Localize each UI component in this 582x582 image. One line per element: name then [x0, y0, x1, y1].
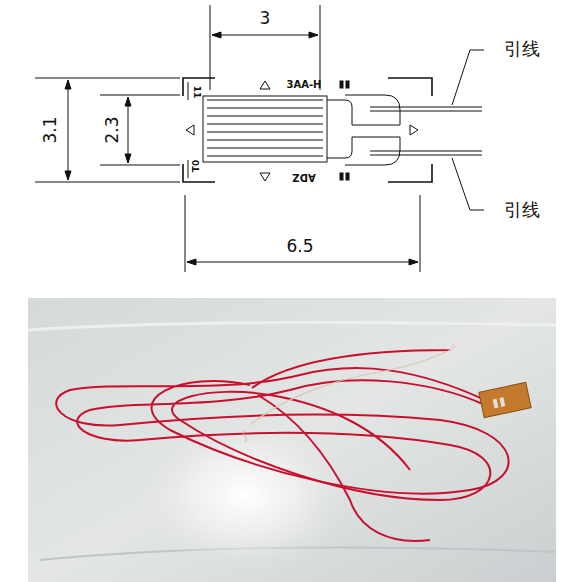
model-marking: ADZ — [292, 172, 315, 182]
lead-wires — [370, 50, 484, 210]
grid-line — [207, 156, 323, 157]
grid-line — [207, 148, 323, 149]
dimension-text: 3 — [260, 10, 271, 27]
carrier-corners — [183, 78, 432, 182]
dimension-text: 2.3 — [104, 116, 121, 143]
alignment-marks — [186, 81, 418, 181]
grid-line — [207, 132, 323, 133]
lead-wire-label: 引线 — [504, 40, 540, 58]
dimension-lines — [35, 5, 420, 272]
grid-line — [207, 124, 323, 125]
dimension-text: 6.5 — [286, 238, 313, 255]
grid-line — [207, 140, 323, 141]
mark-number: T0 — [192, 160, 201, 172]
grid-lines — [207, 100, 323, 156]
dimension-text: 3.1 — [42, 116, 59, 143]
grid-line — [207, 108, 323, 109]
grid-line — [207, 116, 323, 117]
red-wires — [56, 345, 508, 541]
mark-number: 11 — [192, 86, 201, 99]
photo — [28, 298, 556, 582]
gauge-photo — [479, 382, 531, 417]
grid-line — [207, 100, 323, 101]
model-marking: 3AA-H — [287, 80, 322, 90]
lead-wire-label: 引线 — [504, 201, 540, 219]
